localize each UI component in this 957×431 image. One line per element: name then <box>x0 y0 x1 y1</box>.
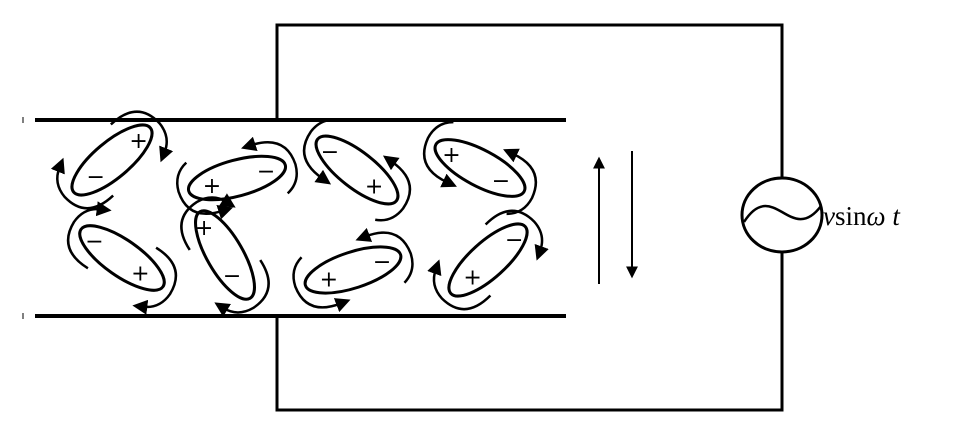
dipole-molecule: +− <box>180 193 270 317</box>
rotation-arrow-icon <box>292 256 351 313</box>
positive-charge: + <box>203 174 221 199</box>
dipole-molecule: +− <box>176 136 298 220</box>
dipole-molecule: +− <box>302 118 412 222</box>
molecule-ellipse <box>433 138 527 198</box>
positive-charge: + <box>442 143 460 168</box>
rotation-arrow-icon <box>241 136 298 195</box>
circuit-wire-bottom <box>275 252 784 412</box>
molecule-ellipse <box>70 123 154 197</box>
rotation-arrow-icon <box>132 246 178 315</box>
rotation-arrow-icon <box>484 209 549 261</box>
negative-charge: − <box>505 228 523 253</box>
negative-charge: − <box>257 159 275 184</box>
positive-charge: + <box>320 267 338 292</box>
rotation-arrow-icon <box>302 118 339 185</box>
negative-charge: − <box>223 264 241 289</box>
positive-charge: + <box>131 262 149 287</box>
positive-charge: + <box>463 266 481 291</box>
negative-charge: − <box>86 165 104 190</box>
rotation-arrow-icon <box>66 201 112 270</box>
molecule-ellipse <box>447 222 529 298</box>
positive-charge: + <box>195 216 213 241</box>
dipole-molecule: +− <box>427 209 549 311</box>
positive-charge: + <box>365 175 383 200</box>
molecule-ellipse <box>303 245 403 295</box>
rotation-arrow-icon <box>214 259 270 317</box>
rotation-arrow-icon <box>355 227 414 284</box>
dipole-molecule: +− <box>66 201 178 315</box>
dipole-molecule: +− <box>292 227 414 313</box>
source-label: vsinω t <box>823 201 901 231</box>
molecule-ellipse <box>78 224 166 292</box>
ac-source-icon <box>740 176 824 254</box>
rotation-arrow-icon <box>180 193 236 251</box>
molecule-ellipse <box>314 134 400 206</box>
molecule-ellipse <box>186 154 288 202</box>
rotation-arrow-icon <box>109 110 174 163</box>
negative-charge: − <box>492 169 510 194</box>
negative-charge: − <box>321 140 339 165</box>
dipole-molecule: +− <box>50 110 174 210</box>
rotation-arrow-icon <box>422 120 457 188</box>
negative-charge: − <box>373 250 391 275</box>
rotation-arrow-icon <box>427 259 492 311</box>
rotation-arrow-icon <box>176 161 233 220</box>
circuit-wire-top <box>275 23 784 178</box>
dipole-molecule: +− <box>422 120 538 216</box>
rotation-arrow-icon <box>375 155 412 222</box>
positive-charge: + <box>129 129 147 154</box>
negative-charge: − <box>85 229 103 254</box>
